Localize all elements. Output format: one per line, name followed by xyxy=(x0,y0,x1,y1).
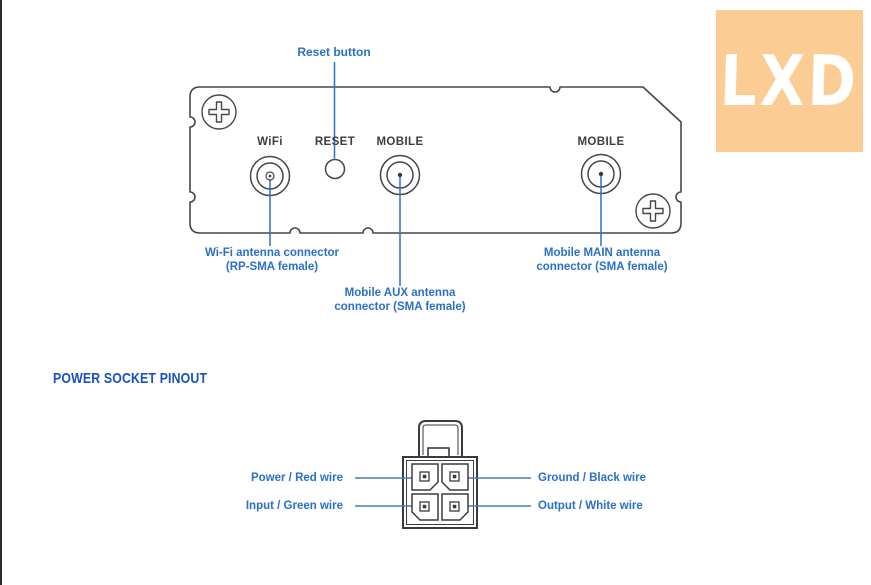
reset-button-callout: Reset button xyxy=(297,45,371,59)
lxd-watermark: LXD xyxy=(716,10,863,152)
lxd-watermark-text: LXD xyxy=(718,40,861,122)
reset-hole-icon xyxy=(324,158,346,180)
pin-label-lines xyxy=(355,477,531,507)
phillips-screw-icon xyxy=(201,94,671,229)
socket-pins xyxy=(419,471,460,512)
page-left-border xyxy=(0,0,2,585)
mobile-main-antenna-callout: Mobile MAIN antenna connector (SMA femal… xyxy=(536,246,667,274)
pin-label-ground: Ground / Black wire xyxy=(538,472,646,484)
pin-label-input: Input / Green wire xyxy=(245,500,343,512)
pin-label-power: Power / Red wire xyxy=(250,472,343,484)
device-panel-outline xyxy=(189,86,682,234)
panel-label-reset: RESET xyxy=(314,136,356,148)
connector-center-pins xyxy=(265,171,604,181)
wifi-antenna-callout: Wi-Fi antenna connector (RP-SMA female) xyxy=(205,246,339,274)
pin-label-output: Output / White wire xyxy=(538,500,643,512)
power-socket-pinout-heading: POWER SOCKET PINOUT xyxy=(53,370,208,387)
wifi-antenna-callout-line2: (RP-SMA female) xyxy=(225,261,319,273)
mobile-main-callout-line2: connector (SMA female) xyxy=(536,261,668,273)
callout-lines xyxy=(269,62,602,286)
mobile-aux-callout-line1: Mobile AUX antenna xyxy=(344,287,456,299)
panel-label-mobile-aux: MOBILE xyxy=(376,136,424,148)
4-pin-power-socket-icon xyxy=(355,420,531,529)
panel-label-mobile-main: MOBILE xyxy=(577,136,625,148)
mobile-aux-callout-line2: connector (SMA female) xyxy=(334,301,466,313)
panel-label-wifi: WiFi xyxy=(257,136,283,148)
mobile-aux-antenna-callout: Mobile AUX antenna connector (SMA female… xyxy=(334,286,465,314)
mobile-main-callout-line1: Mobile MAIN antenna xyxy=(543,247,661,259)
wifi-antenna-callout-line1: Wi-Fi antenna connector xyxy=(204,247,340,259)
